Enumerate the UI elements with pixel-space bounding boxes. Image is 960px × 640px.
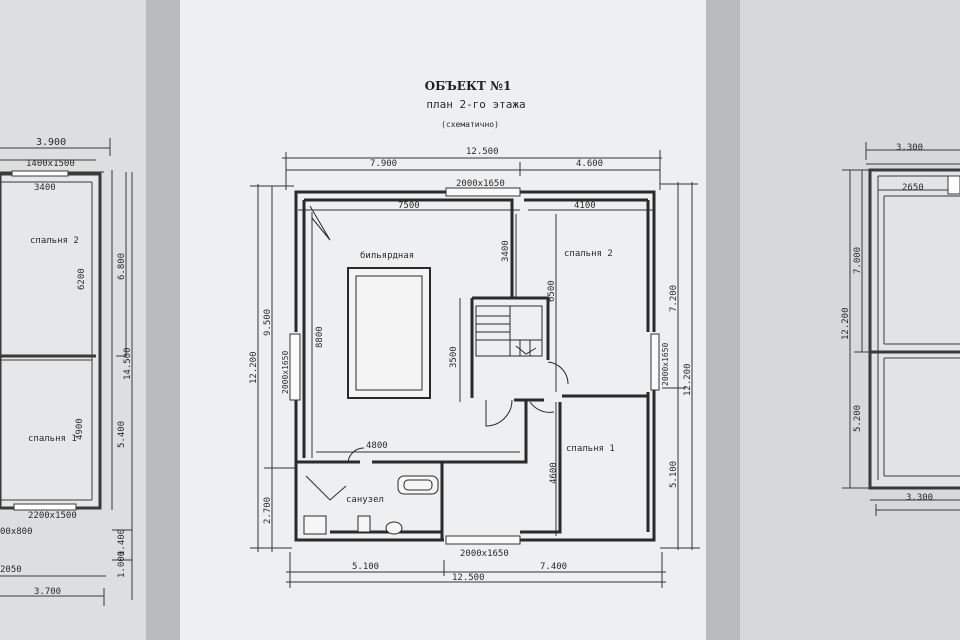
right-plan-sheet: 3.300 2650 7.000 12.200 5.200 3.300	[740, 0, 960, 640]
plan-title: ОБЪЕКТ №1	[425, 79, 512, 93]
left-dim-top: 3.900	[36, 137, 66, 148]
walls	[294, 190, 656, 542]
left-room-bedroom2-label: спальня 2	[30, 236, 79, 246]
window-left-label: 2000x1650	[281, 350, 290, 394]
right-dim-bottom: 3.300	[906, 493, 933, 503]
left-dim-right-overall: 14.500	[123, 347, 133, 380]
right-dim-left-upper: 7.000	[853, 247, 863, 274]
dim-left-upper: 9.500	[263, 309, 273, 336]
window-right-label: 2000x1650	[661, 342, 670, 386]
left-dim-bottom-b: 1.000	[117, 551, 127, 578]
dim-billiard-depth: 8800	[315, 326, 325, 348]
center-plan-sheet: ОБЪЕКТ №1 план 2-го этажа (схематично)	[180, 0, 706, 640]
center-floor-plan: ОБЪЕКТ №1 план 2-го этажа (схематично)	[249, 79, 700, 588]
dim-stair-depth: 3400	[501, 240, 511, 262]
room-label-bathroom: санузел	[346, 495, 384, 505]
sheet-gap-right	[706, 0, 740, 640]
window-bottom-label: 2000x1650	[460, 549, 509, 559]
left-door-label: 00x800	[0, 527, 33, 537]
left-dim-bottom-a: 1.400	[117, 529, 127, 556]
sheet-gap-left	[146, 0, 180, 640]
dimension-lines	[250, 150, 700, 588]
right-dim-left-lower: 5.200	[853, 405, 863, 432]
dim-right-lower: 5.100	[669, 461, 679, 488]
dim-top-overall: 12.500	[466, 147, 499, 157]
left-window-top: 1400x1500	[26, 159, 75, 169]
right-dim-left-overall: 12.200	[841, 307, 851, 340]
left-room-width: 3400	[34, 183, 56, 193]
dim-bedroom1-depth: 4600	[549, 462, 559, 484]
right-dim-top: 3.300	[896, 143, 923, 153]
center-dimension-labels: 12.500 7.900 4.600 2000x1650 7500 4100 1…	[249, 147, 693, 583]
dim-right-overall: 12.200	[683, 363, 693, 396]
staircase	[475, 305, 543, 357]
dim-wall-4800: 4800	[366, 441, 388, 451]
left-depth-upper: 6200	[77, 268, 87, 290]
left-plan-sheet: 3.900 1400x1500 3400 спальня 2 6200 6.80…	[0, 0, 146, 640]
dim-stair-hall-depth: 3500	[449, 346, 459, 368]
plan-note: (схематично)	[441, 120, 499, 129]
room-top-right-width: 4100	[574, 201, 596, 211]
dim-bottom-left: 5.100	[352, 562, 379, 572]
room-label-bedroom1: спальня 1	[566, 444, 615, 454]
left-window-bottom: 2200x1500	[28, 511, 77, 521]
windows	[289, 187, 660, 545]
left-dim-2050: 2050	[0, 565, 22, 575]
left-floor-plan: 3.900 1400x1500 3400 спальня 2 6200 6.80…	[0, 137, 133, 606]
room-label-bedroom2: спальня 2	[564, 249, 613, 259]
plan-subtitle: план 2-го этажа	[426, 98, 525, 111]
room-label-billiard: бильярдная	[360, 250, 414, 261]
right-room-width: 2650	[902, 183, 924, 193]
dim-left-lower: 2.700	[263, 497, 273, 524]
room-top-left-width: 7500	[398, 201, 420, 211]
dim-bottom-right: 7.400	[540, 562, 567, 572]
doors	[309, 205, 569, 463]
dim-left-overall: 12.200	[249, 351, 259, 384]
bathroom-fixtures	[303, 475, 439, 535]
dim-top-left: 7.900	[370, 159, 397, 169]
dim-top-right: 4.600	[576, 159, 603, 169]
left-depth-lower: 4900	[75, 418, 85, 440]
left-dim-right-lower: 5.400	[117, 421, 127, 448]
right-floor-plan: 3.300 2650 7.000 12.200 5.200 3.300	[841, 142, 960, 516]
dim-bedroom2-depth: 6500	[547, 280, 557, 302]
left-dim-bottom: 3.700	[34, 587, 61, 597]
billiard-table	[347, 267, 431, 399]
window-top-label: 2000x1650	[456, 179, 505, 189]
dim-right-upper: 7.200	[669, 285, 679, 312]
left-dim-right-upper: 6.800	[117, 253, 127, 280]
left-room-bedroom1-label: спальня 1	[28, 434, 77, 444]
dim-bottom-overall: 12.500	[452, 573, 485, 583]
